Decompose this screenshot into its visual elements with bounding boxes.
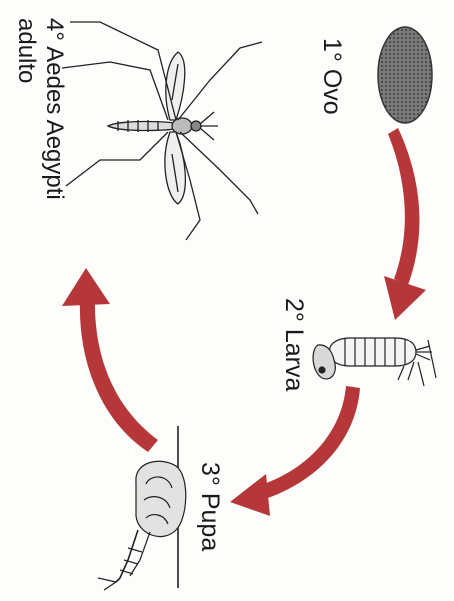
stage-4-adult-label-line1: 4° Aedes Aegypti	[40, 18, 68, 200]
stage-3-pupa-label: 3° Pupa	[195, 462, 224, 551]
arrow-pupa-to-adult	[62, 268, 158, 452]
stage-2-larva-label: 2° Larva	[279, 298, 308, 391]
stage-1-egg-label: 1° Ovo	[317, 38, 346, 115]
egg-illustration	[378, 27, 432, 123]
stage-4-adult-label-line2: adulto	[12, 18, 40, 200]
arrow-egg-to-larva	[384, 128, 426, 320]
arrow-larva-to-pupa	[230, 386, 360, 516]
mosquito-illustration	[62, 22, 262, 240]
larva-illustration	[313, 338, 436, 386]
pupa-illustration	[98, 426, 186, 590]
stage-4-adult-label: 4° Aedes Aegypti adulto	[12, 18, 68, 200]
